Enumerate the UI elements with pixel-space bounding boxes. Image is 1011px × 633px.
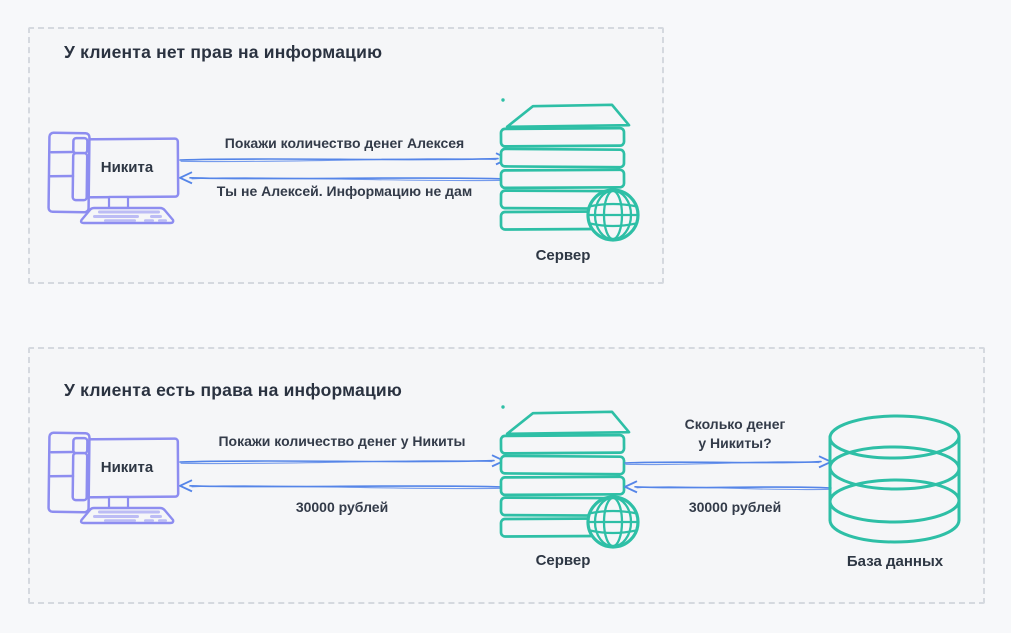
panel-title: У клиента нет прав на информацию [64, 42, 383, 62]
panel-no-access: У клиента нет прав на информацию [28, 27, 664, 284]
panel-title: У клиента есть права на информацию [64, 380, 403, 400]
database-label: База данных [846, 553, 944, 570]
client-request-arrow-icon [178, 453, 506, 469]
globe-icon [586, 495, 640, 549]
client-response-arrow-icon [178, 478, 506, 494]
response-message: Ты не Алексей. Информацию не дам [216, 183, 473, 199]
db-response-arrow-icon [623, 479, 833, 495]
computer-icon [46, 428, 181, 528]
client-label: Никита [100, 159, 154, 176]
db-request-arrow-icon [623, 454, 833, 470]
server-label: Сервер [535, 247, 591, 264]
panel-has-access: У клиента есть права на информацию [28, 347, 985, 604]
client-response-message: 30000 рублей [295, 499, 389, 515]
server-icon [496, 403, 646, 553]
server-label: Сервер [535, 552, 591, 569]
request-arrow-icon [178, 151, 510, 167]
db-response-message: 30000 рублей [688, 499, 782, 515]
server-icon [496, 96, 646, 246]
database-icon [822, 408, 967, 553]
computer-icon [46, 128, 181, 228]
response-arrow-icon [178, 170, 510, 186]
client-label: Никита [100, 459, 154, 476]
client-request-message: Покажи количество денег у Никиты [218, 433, 466, 449]
request-message: Покажи количество денег Алексея [224, 135, 465, 151]
db-request-message: Сколько денег у Никиты? [684, 416, 786, 451]
globe-icon [586, 188, 640, 242]
